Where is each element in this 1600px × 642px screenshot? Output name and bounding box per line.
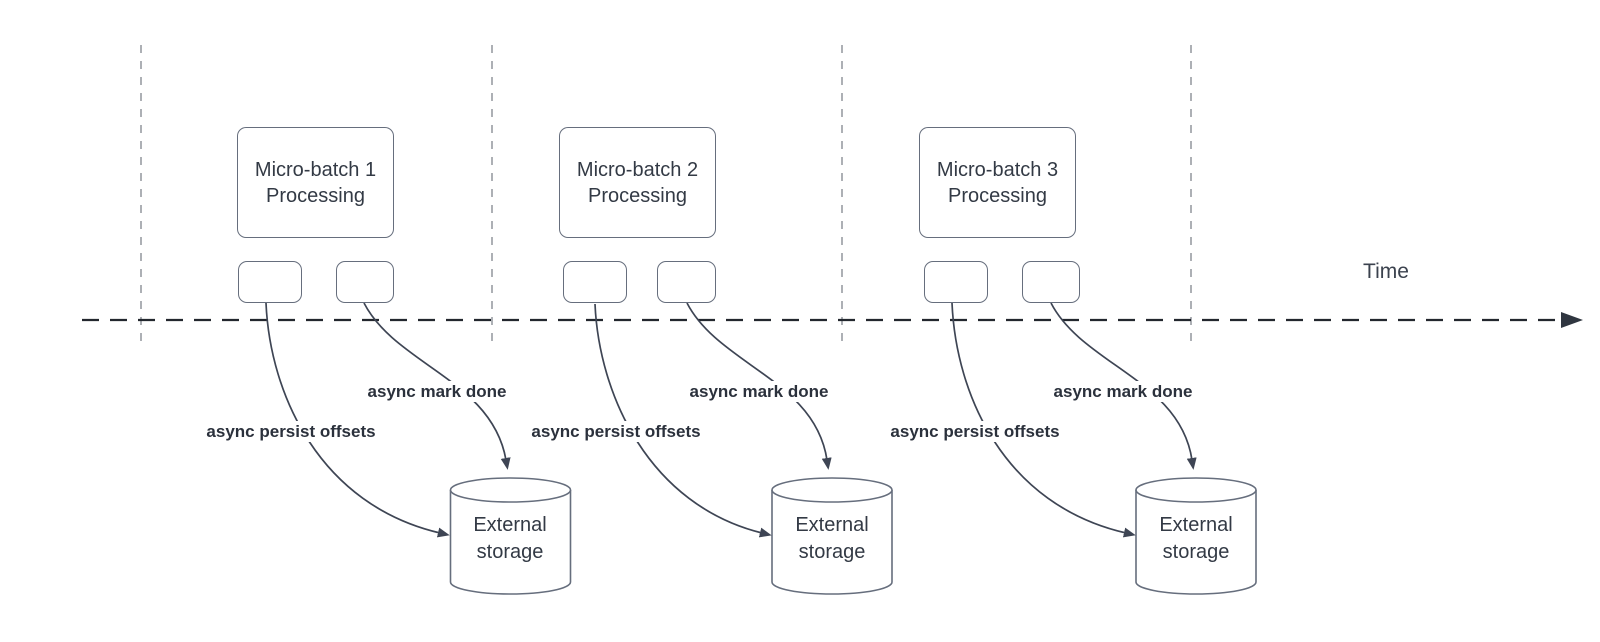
external-storage-label-3-line1: External <box>1159 514 1233 536</box>
micro-batch-1-title-line2: Processing <box>266 184 365 207</box>
micro-batch-3-title-line2: Processing <box>948 184 1047 207</box>
mark-done-arrow-1 <box>363 302 511 470</box>
time-label: Time <box>1363 260 1409 283</box>
external-storage-label-1-line2: storage <box>476 541 544 563</box>
persist-offsets-arrow-2 <box>594 303 772 538</box>
async-persist-offsets-label-3: async persist offsets <box>887 421 1063 442</box>
offset-marker-box-1 <box>238 261 302 303</box>
external-storage-label-1-line1: External <box>473 514 547 536</box>
external-storage-label-2-line2: storage <box>798 541 866 563</box>
async-mark-done-label-1: async mark done <box>364 381 510 402</box>
async-mark-done-label-2: async mark done <box>686 381 832 402</box>
external-storage-cylinder-2 <box>771 477 893 595</box>
micro-batch-1-title-line1: Micro-batch 1 <box>254 158 377 181</box>
persist-offsets-arrow-1 <box>265 302 450 538</box>
micro-batch-2-title-line1: Micro-batch 2 <box>576 158 699 181</box>
micro-batch-1-title: Micro-batch 1 Processing <box>255 157 376 209</box>
micro-batch-2-title: Micro-batch 2 Processing <box>577 157 698 209</box>
external-storage-cylinder-3 <box>1135 477 1257 595</box>
async-persist-offsets-label-2: async persist offsets <box>528 421 704 442</box>
micro-batch-3-title-line1: Micro-batch 3 <box>936 158 1059 181</box>
mark-done-arrow-2 <box>686 302 832 470</box>
external-storage-label-2-line1: External <box>795 514 869 536</box>
external-storage-label-3: External storage <box>1126 512 1266 566</box>
async-persist-offsets-label-1: async persist offsets <box>203 421 379 442</box>
persist-offsets-arrow-3 <box>951 302 1136 538</box>
offset-marker-box-3 <box>924 261 988 303</box>
external-storage-cylinder-1 <box>449 477 572 595</box>
offset-marker-box-2 <box>563 261 627 303</box>
micro-batch-1-box: Micro-batch 1 Processing <box>237 127 394 238</box>
mark-done-arrow-3 <box>1050 302 1197 470</box>
external-storage-label-2: External storage <box>762 512 902 566</box>
micro-batch-2-box: Micro-batch 2 Processing <box>559 127 716 238</box>
micro-batch-3-title: Micro-batch 3 Processing <box>937 157 1058 209</box>
done-marker-box-2 <box>657 261 716 303</box>
done-marker-box-3 <box>1022 261 1080 303</box>
time-axis-arrowhead-icon <box>1561 312 1583 328</box>
async-mark-done-label-3: async mark done <box>1050 381 1196 402</box>
external-storage-label-3-line2: storage <box>1162 541 1230 563</box>
micro-batch-3-box: Micro-batch 3 Processing <box>919 127 1076 238</box>
micro-batch-2-title-line2: Processing <box>588 184 687 207</box>
external-storage-label-1: External storage <box>440 512 580 566</box>
done-marker-box-1 <box>336 261 394 303</box>
